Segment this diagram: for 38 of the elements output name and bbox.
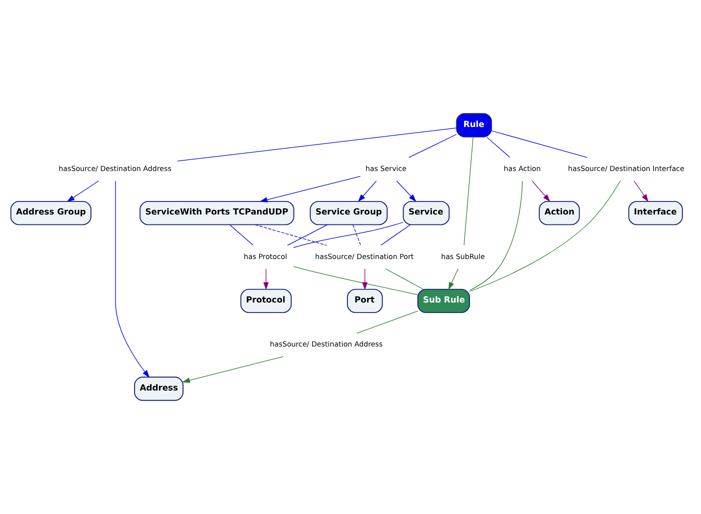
connector <box>408 134 457 158</box>
arrow <box>532 180 550 202</box>
connector <box>380 224 410 246</box>
arrow <box>396 180 416 202</box>
connector <box>230 224 254 246</box>
node-box: Protocol <box>240 288 292 314</box>
connector <box>293 266 418 296</box>
arrow <box>260 176 361 202</box>
connector <box>486 136 510 158</box>
arrow <box>358 180 377 202</box>
arrow <box>634 180 648 202</box>
node-box: Port <box>346 288 383 314</box>
arrow <box>448 268 458 290</box>
node-box: Interface <box>628 200 683 226</box>
connector <box>177 128 457 162</box>
node-box: Service <box>402 200 450 226</box>
node-box: Action <box>538 200 580 226</box>
arrow <box>115 180 150 378</box>
arrow <box>182 356 284 383</box>
node-box: Service Group <box>310 200 388 226</box>
connector <box>287 224 328 246</box>
node-box: Address Group <box>10 200 92 226</box>
connector <box>464 136 474 246</box>
connector <box>469 180 621 292</box>
node-box: ServiceWith Ports TCPandUDP <box>140 200 294 226</box>
arrow <box>263 268 269 290</box>
connector <box>491 130 588 158</box>
node-box: Address <box>134 376 184 401</box>
arrow <box>362 268 368 290</box>
arrow <box>66 180 100 202</box>
node-box: Rule <box>456 113 492 138</box>
connector <box>254 224 328 246</box>
connector <box>385 268 424 290</box>
node-box: Sub Rule <box>417 288 470 314</box>
connector <box>469 180 523 291</box>
connector <box>293 222 404 248</box>
connector <box>356 310 418 334</box>
connector <box>352 224 361 246</box>
